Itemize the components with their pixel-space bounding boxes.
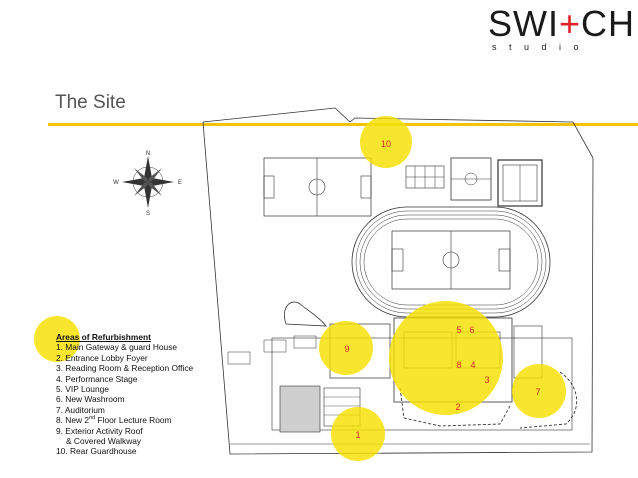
logo-wordmark: SWI+CH bbox=[488, 3, 636, 44]
compass-east-label: E bbox=[178, 180, 182, 186]
basketball-courts bbox=[405, 157, 543, 207]
title-divider bbox=[48, 123, 638, 126]
legend-item: 7. Auditorium bbox=[56, 404, 105, 415]
marker-9: 9 bbox=[344, 344, 349, 354]
legend-item: 1. Main Gateway & guard House bbox=[56, 342, 178, 353]
marker-labels: 10 9 5 6 8 4 3 7 2 1 bbox=[344, 139, 540, 440]
running-track bbox=[351, 206, 551, 318]
legend-heading: Areas of Refurbishment bbox=[56, 332, 151, 342]
logo-subtitle: studio bbox=[492, 42, 592, 52]
marker-3: 3 bbox=[484, 375, 489, 385]
amphitheatre bbox=[284, 301, 327, 327]
legend-item-lecture-room: 8. New 2nd Floor Lecture Room bbox=[56, 415, 172, 426]
refurbishment-legend: Areas of Refurbishment 1. Main Gateway &… bbox=[56, 332, 193, 457]
legend-item: 2. Entrance Lobby Foyer bbox=[56, 352, 148, 363]
marker-4: 4 bbox=[470, 360, 475, 370]
legend-item: 6. New Washroom bbox=[56, 394, 125, 405]
marker-1: 1 bbox=[355, 430, 360, 440]
compass-north-label: N bbox=[146, 151, 150, 157]
highlight-1 bbox=[331, 407, 385, 461]
highlight-7 bbox=[512, 364, 566, 418]
marker-6: 6 bbox=[469, 325, 474, 335]
legend-item: 4. Performance Stage bbox=[56, 373, 138, 384]
football-field-upper bbox=[263, 157, 372, 217]
page-title: The Site bbox=[55, 92, 126, 113]
legend-item: 10. Rear Guardhouse bbox=[56, 446, 137, 457]
legend-item: 5. VIP Lounge bbox=[56, 384, 109, 395]
compass-rose: N S W E bbox=[113, 151, 182, 217]
marker-10: 10 bbox=[381, 139, 391, 149]
refurbishment-highlights bbox=[34, 116, 566, 461]
marker-2: 2 bbox=[455, 402, 460, 412]
compass-south-label: S bbox=[146, 211, 150, 217]
legend-item: & Covered Walkway bbox=[66, 436, 142, 447]
logo-plus: + bbox=[559, 3, 582, 44]
compass-west-label: W bbox=[113, 180, 119, 186]
legend-item: 9. Exterior Activity Roof bbox=[56, 425, 143, 436]
highlight-legend bbox=[34, 316, 80, 362]
highlight-9 bbox=[319, 321, 373, 375]
marker-7: 7 bbox=[535, 387, 540, 397]
marker-8: 8 bbox=[456, 360, 461, 370]
legend-item: 3. Reading Room & Reception Office bbox=[56, 363, 194, 374]
marker-5: 5 bbox=[456, 325, 461, 335]
highlight-main bbox=[389, 301, 503, 415]
studio-logo: SWI+CH studio bbox=[488, 4, 634, 54]
highlight-10 bbox=[360, 116, 412, 168]
